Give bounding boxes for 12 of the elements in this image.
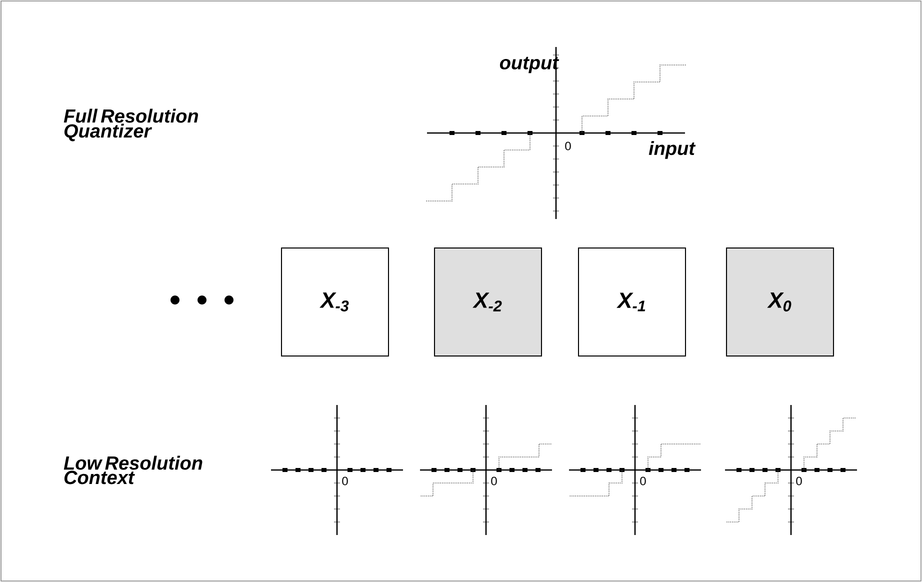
register-box: X$_{-3}$ [281, 248, 389, 356]
register-box: X$_{-1}$ [578, 248, 686, 356]
section-title: Full Resolution Quantizer [64, 108, 198, 142]
axis-label: 0 [491, 476, 497, 486]
axis-label: 0 [796, 476, 802, 486]
register-box: X$_{0}$ [726, 248, 834, 356]
axis-label: 0 [640, 476, 646, 486]
section-title: Low Resolution Context [64, 456, 202, 484]
register-box: X$_{-2}$ [434, 248, 542, 356]
axis-label: 0 [342, 476, 348, 486]
axis-label: 0 [565, 142, 571, 150]
axis-label: input [648, 141, 696, 159]
